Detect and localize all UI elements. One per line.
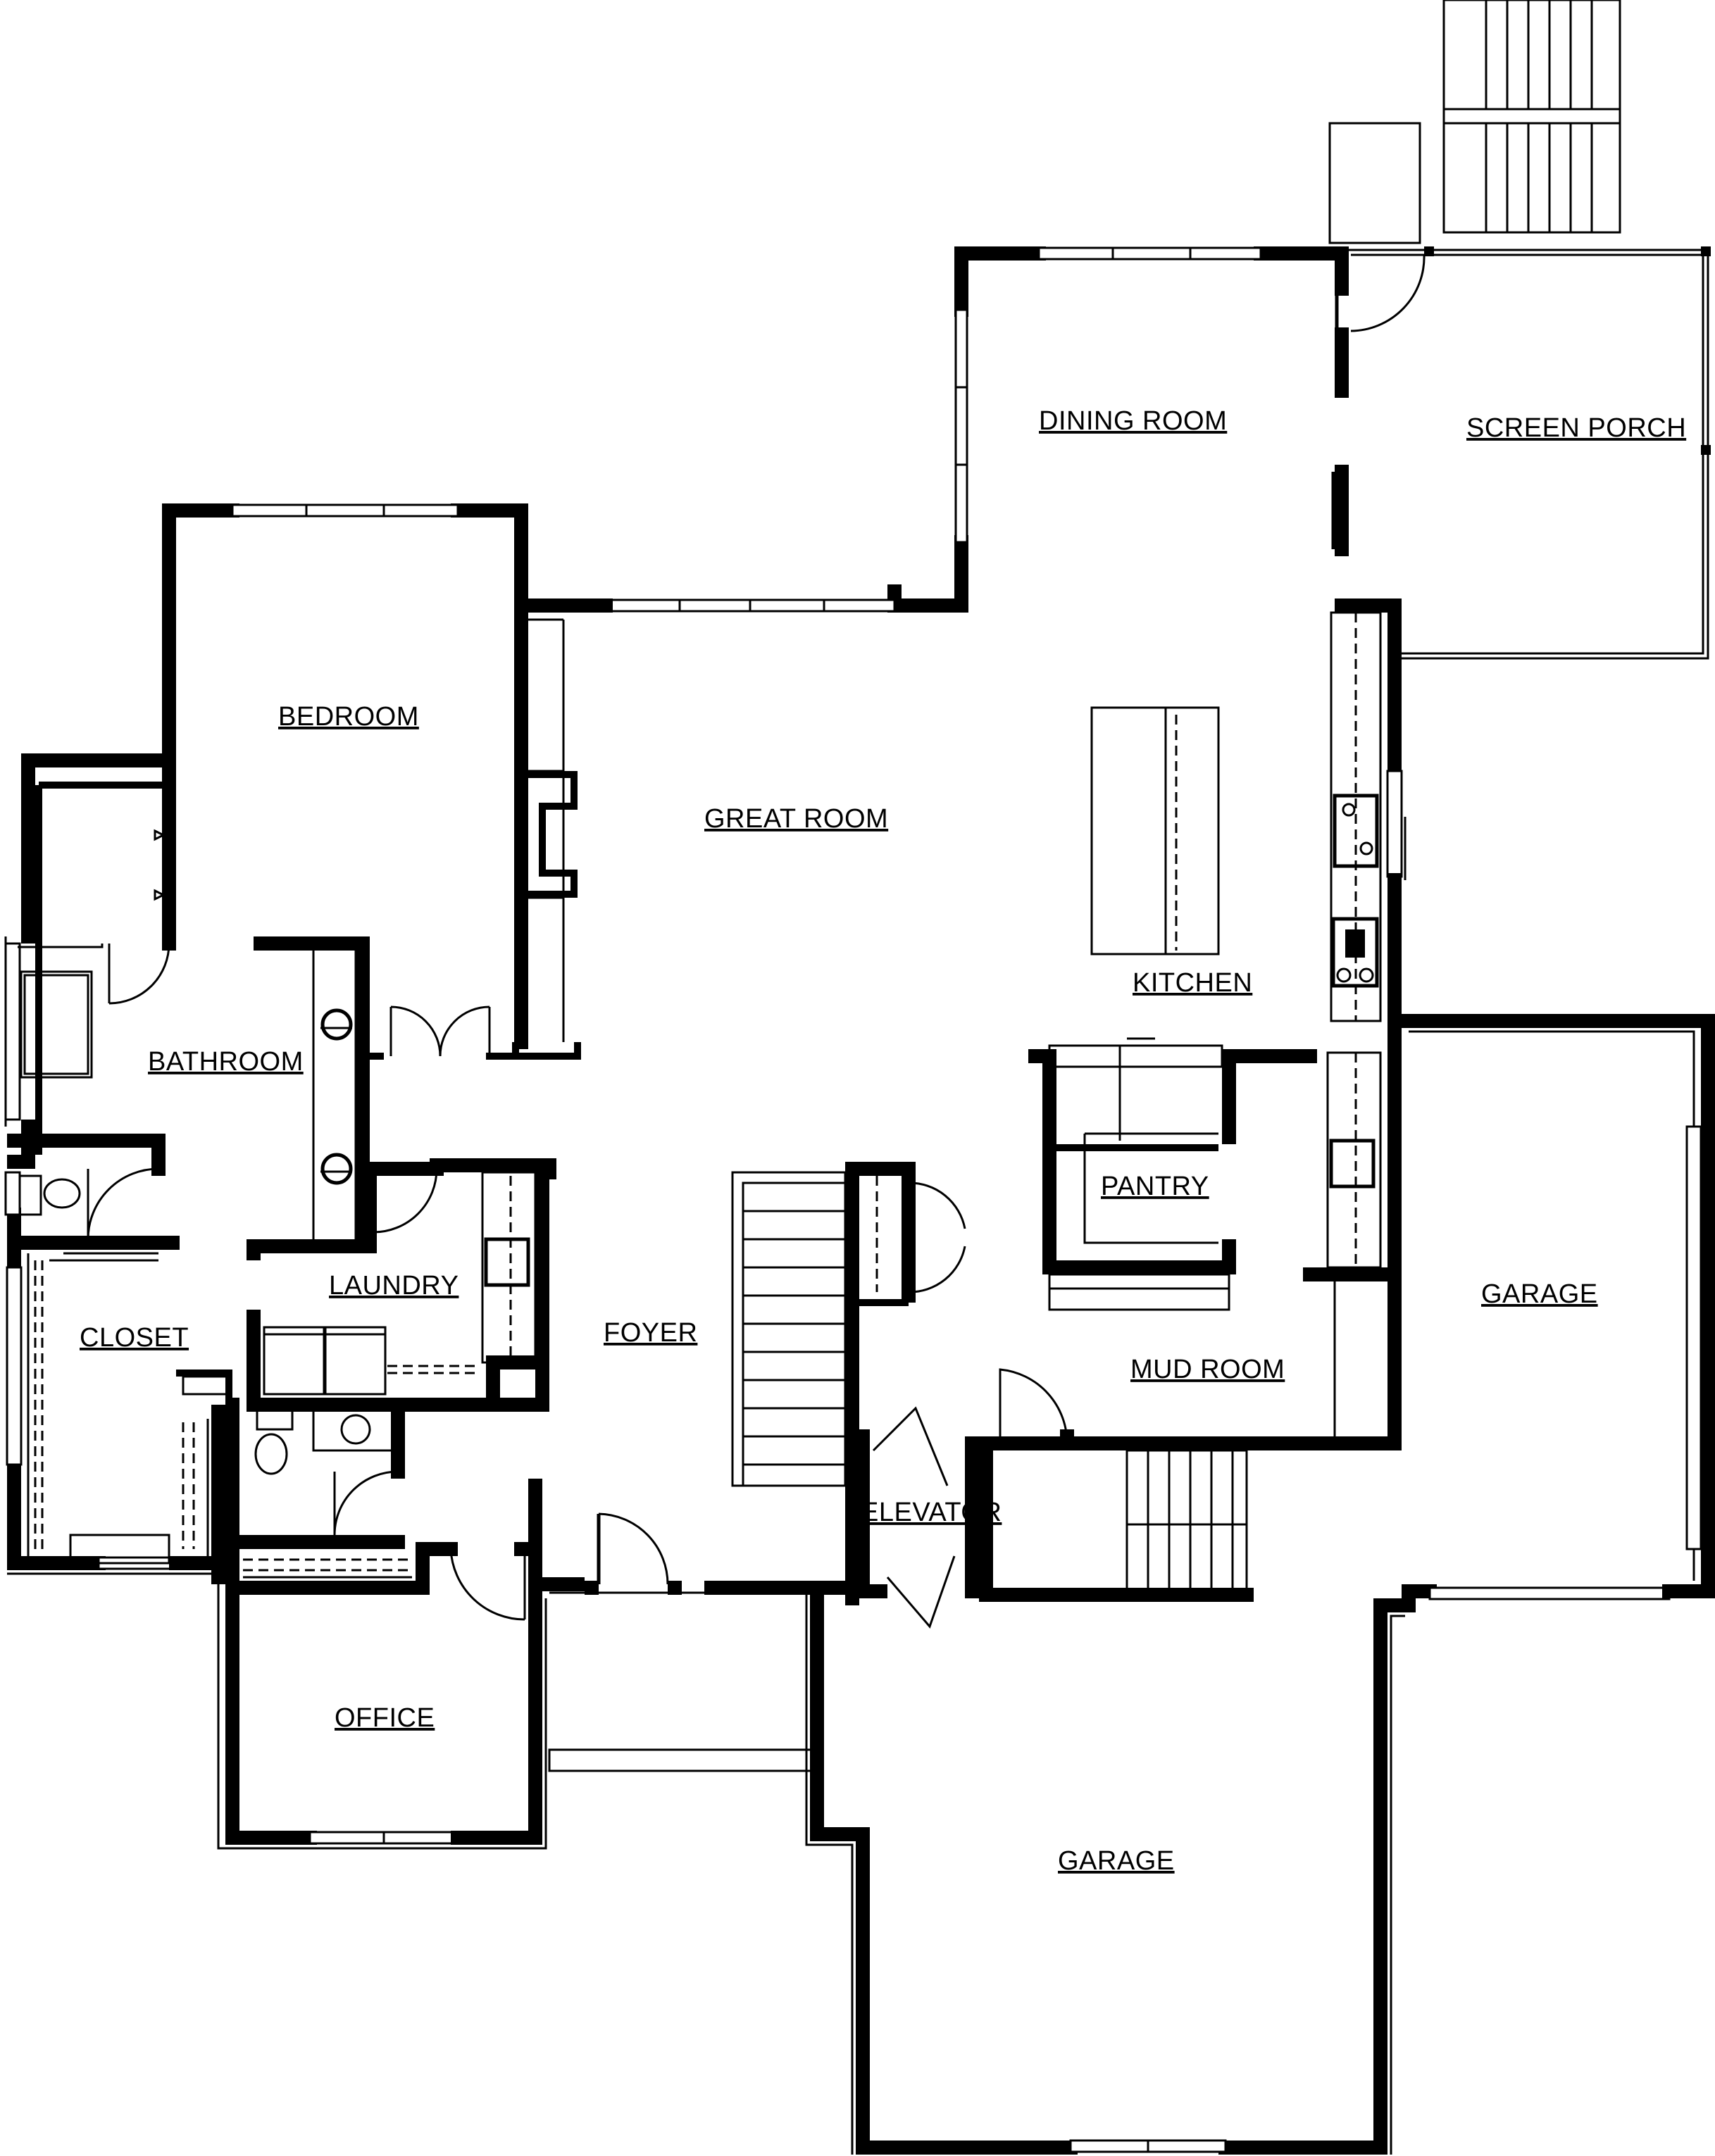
bathroom-label: BATHROOM [148, 1047, 304, 1077]
dining-room-label: DINING ROOM [1039, 406, 1227, 436]
garage-bottom-label: GARAGE [1058, 1846, 1175, 1876]
screen-porch-label: SCREEN PORCH [1466, 413, 1686, 443]
bedroom-label: BEDROOM [278, 702, 419, 732]
foyer-label: FOYER [604, 1318, 697, 1348]
closet-label: CLOSET [80, 1323, 189, 1353]
screen-porch [1345, 246, 1711, 660]
kitchen-label: KITCHEN [1133, 968, 1252, 998]
walls [4, 246, 1715, 2155]
elevator-label: ELEVATOR [861, 1498, 1002, 1527]
pantry-label: PANTRY [1101, 1172, 1209, 1201]
deck-stairs [1328, 0, 1621, 244]
room-labels: DINING ROOM SCREEN PORCH BEDROOM GREAT R… [80, 406, 1686, 1876]
great-room-label: GREAT ROOM [704, 804, 888, 834]
garage-right-label: GARAGE [1481, 1279, 1598, 1309]
mud-room-label: MUD ROOM [1130, 1355, 1285, 1384]
laundry-label: LAUNDRY [329, 1271, 459, 1301]
interior [7, 611, 1398, 1629]
office-label: OFFICE [335, 1703, 435, 1733]
